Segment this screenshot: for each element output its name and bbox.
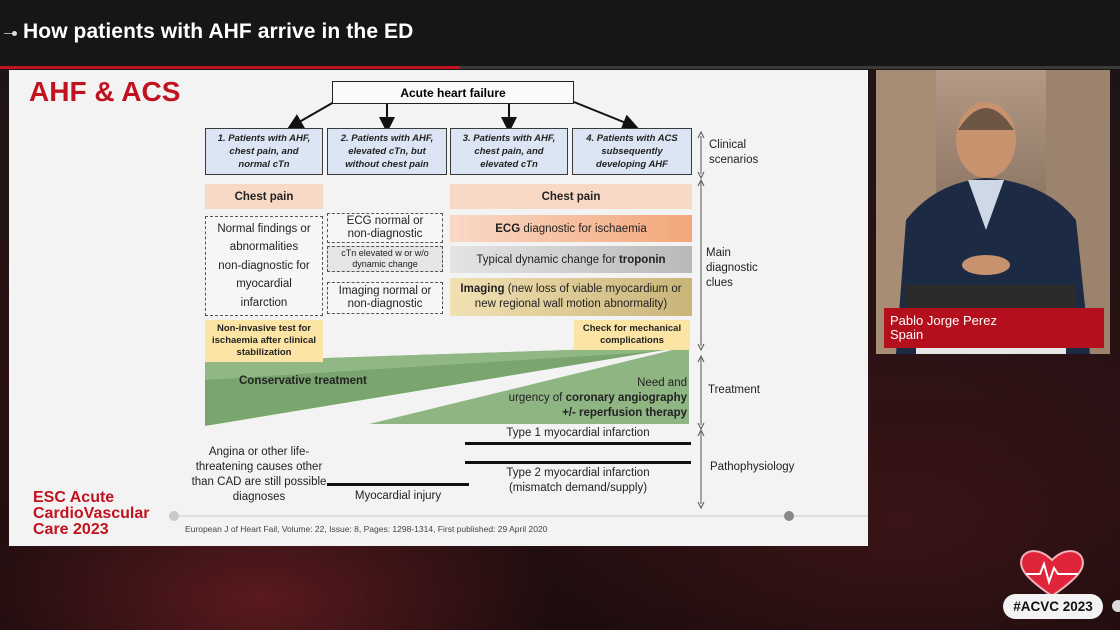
ahf-top-box: Acute heart failure <box>332 81 574 104</box>
text-bold: coronary angiography <box>565 392 687 404</box>
title-bar-divider <box>0 66 1120 69</box>
logo-line: Care 2023 <box>33 521 109 538</box>
logo-line: ESC Acute <box>33 489 115 506</box>
logo-line: CardioVascular <box>33 505 150 522</box>
presentation-slide: AHF & ACS Acute heart failure <box>9 70 868 546</box>
conservative-treatment-label: Conservative treatment <box>239 375 367 387</box>
flow-arrows <box>169 101 868 521</box>
speaker-name-plate <box>884 308 1104 348</box>
session-title: How patients with AHF arrive in the ED <box>23 20 414 43</box>
text-line: Angina or other life- <box>208 446 310 458</box>
scenario-2-line: 2. Patients with AHF, <box>340 133 434 144</box>
scenario-4-line: 4. Patients with ACS <box>586 133 678 144</box>
imaging-rest: (new loss of viable myocardium or <box>504 283 682 295</box>
imaging-line-2: new regional wall motion abnormality) <box>474 298 668 310</box>
angina-text: Angina or other life- threatening causes… <box>184 445 334 505</box>
text-line: myocardial <box>236 278 292 291</box>
text-line: non-diagnostic for <box>218 259 310 272</box>
speaker-name: Pablo Jorge Perez <box>890 313 997 328</box>
pathophysiology-label: Pathophysiology <box>710 461 795 473</box>
noninvasive-test-box: Non-invasive test for ischaemia after cl… <box>205 320 323 362</box>
troponin-box: Typical dynamic change for troponin <box>450 246 692 273</box>
slide-title: AHF & ACS <box>29 76 181 107</box>
text-line: stabilization <box>236 347 292 358</box>
scenario-4-box: 4. Patients with ACS subsequently develo… <box>572 128 692 175</box>
text-line: non-diagnostic <box>347 298 423 310</box>
imaging-box: Imaging (new loss of viable myocardium o… <box>450 278 692 316</box>
type2-mi-line <box>465 461 691 464</box>
hashtag-badge: #ACVC 2023 <box>1003 594 1103 619</box>
treatment-label: Treatment <box>708 384 760 396</box>
scenario-3-line: 3. Patients with AHF, <box>462 133 556 144</box>
normal-findings-box: Normal findings or abnormalities non-dia… <box>205 216 323 316</box>
scenario-1-box: 1. Patients with AHF, chest pain, and no… <box>205 128 323 175</box>
ecg-bold: ECG <box>495 222 521 235</box>
scenario-4-line: subsequently <box>601 146 663 157</box>
speaker-video <box>876 70 1110 354</box>
text-line: abnormalities <box>229 241 299 254</box>
text-line: Imaging normal or <box>338 285 432 297</box>
troponin-pre: Typical dynamic change for <box>476 253 619 266</box>
text-line: dynamic change <box>352 259 418 269</box>
text-line: than CAD are still possible <box>191 476 327 488</box>
type2-mi-label: Type 2 myocardial infarction (mismatch d… <box>465 466 691 496</box>
title-bar <box>0 0 1120 66</box>
type1-mi-line <box>465 442 691 445</box>
clinical-scenarios-label: Clinical scenarios <box>709 138 758 168</box>
text-line: ischaemia after clinical <box>211 335 317 346</box>
citation-text: European J of Heart Fail, Volume: 22, Is… <box>185 524 548 534</box>
troponin-bold: troponin <box>618 253 666 266</box>
text-line: Type 2 myocardial infarction <box>506 467 650 479</box>
text-line: cTn elevated w or w/o <box>341 248 429 258</box>
scenario-3-line: elevated cTn <box>480 159 538 170</box>
scenario-1-line: normal cTn <box>238 159 290 170</box>
text-line: ECG normal or <box>346 215 424 227</box>
text-line: +/- reperfusion therapy <box>562 407 687 419</box>
scenario-1-line: 1. Patients with AHF, <box>217 133 311 144</box>
scenario-2-line: without chest pain <box>345 159 429 170</box>
chest-pain-left-box: Chest pain <box>205 184 323 209</box>
ecg-rest: diagnostic for ischaemia <box>520 222 647 235</box>
text-line: Normal findings or <box>217 222 311 235</box>
imaging-bold: Imaging <box>460 283 505 295</box>
text-line: diagnoses <box>232 491 286 503</box>
text-line: complications <box>600 335 664 346</box>
text-line: Check for mechanical <box>582 323 682 334</box>
label-line: Main <box>706 247 731 259</box>
scenario-2-box: 2. Patients with AHF, elevated cTn, but … <box>327 128 447 175</box>
label-line: clues <box>706 277 733 289</box>
ecg-diagnostic-box: ECG diagnostic for ischaemia <box>450 215 692 242</box>
bullet-dot-icon <box>4 31 17 37</box>
text-line: threatening causes other <box>195 461 323 473</box>
ctn-elevated-box: cTn elevated w or w/o dynamic change <box>327 246 443 272</box>
imaging-normal-box: Imaging normal or non-diagnostic <box>327 282 443 314</box>
scenario-4-line: developing AHF <box>596 159 668 170</box>
label-line: scenarios <box>709 154 759 166</box>
scenario-1-line: chest pain, and <box>229 146 299 157</box>
ecg-normal-box: ECG normal or non-diagnostic <box>327 213 443 243</box>
heart-logo-icon <box>1020 550 1084 598</box>
label-line: Clinical <box>709 139 747 151</box>
speaker-country: Spain <box>890 327 924 342</box>
text-line: non-diagnostic <box>347 228 423 240</box>
angiography-label: Need and urgency of coronary angiography… <box>479 376 687 421</box>
text-line: urgency of <box>508 392 566 404</box>
title-bar-accent <box>0 66 460 69</box>
mechanical-complications-box: Check for mechanical complications <box>574 320 690 350</box>
text-line: infarction <box>240 296 288 309</box>
esc-logo: ESC Acute CardioVascular Care 2023 <box>33 490 150 538</box>
myocardial-injury-label: Myocardial injury <box>354 490 442 502</box>
type1-mi-label: Type 1 myocardial infarction <box>506 427 650 439</box>
pager-dot <box>1112 600 1120 612</box>
scenario-3-line: chest pain, and <box>474 146 544 157</box>
chest-pain-right-box: Chest pain <box>450 184 692 209</box>
text-line: (mismatch demand/supply) <box>508 482 648 494</box>
text-line: Need and <box>637 377 687 389</box>
scenario-2-line: elevated cTn, but <box>348 146 426 157</box>
scenario-3-box: 3. Patients with AHF, chest pain, and el… <box>450 128 568 175</box>
label-line: diagnostic <box>706 262 758 274</box>
text-line: Non-invasive test for <box>217 323 311 334</box>
main-diagnostic-clues-label: Main diagnostic clues <box>706 246 758 291</box>
myocardial-injury-line <box>327 483 469 486</box>
